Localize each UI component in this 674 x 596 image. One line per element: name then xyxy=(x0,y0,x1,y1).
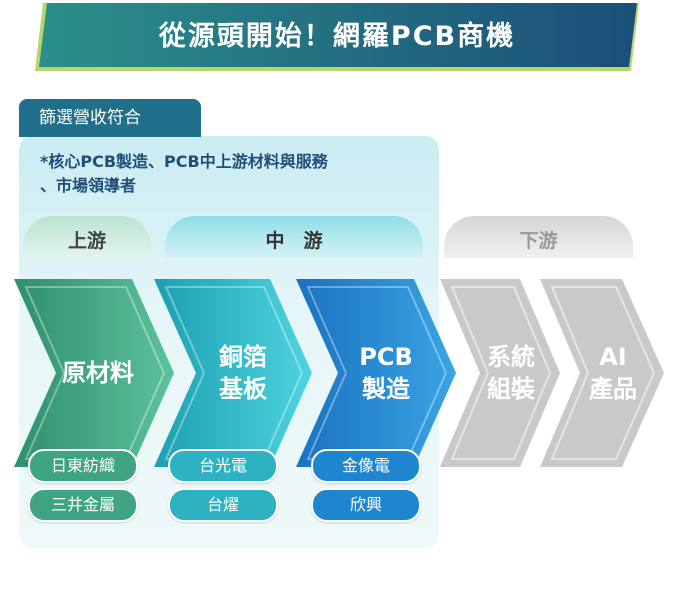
chain-step-ccl: 銅箔 基板 xyxy=(154,279,312,467)
chain-step-label-line2: 基板 xyxy=(219,375,267,403)
company-tag: 日東紡織 xyxy=(28,449,138,483)
chain-step-label-line2: 產品 xyxy=(589,375,637,403)
chain-step-ai-products: AI 產品 xyxy=(540,279,664,467)
title-banner: 從源頭開始！網羅PCB商機 xyxy=(35,3,639,71)
chain-step-label-line1: PCB xyxy=(359,343,413,371)
company-tag: 金像電 xyxy=(311,449,421,483)
chain-step-label-line1: 銅箔 xyxy=(219,343,267,371)
company-tag: 台燿 xyxy=(168,488,278,522)
chain-step-label-line1: AI xyxy=(599,343,627,371)
stage-upstream: 上游 xyxy=(23,216,151,258)
chain-step-label-line1: 原材料 xyxy=(62,359,134,387)
company-tag: 三井金屬 xyxy=(28,488,138,522)
banner-title: 從源頭開始！網羅PCB商機 xyxy=(158,21,516,52)
chain-step-raw-materials: 原材料 xyxy=(14,279,174,467)
chain-step-pcb: PCB 製造 xyxy=(296,279,456,467)
chain-step-label-line1: 系統 xyxy=(487,343,535,371)
chain-step-label-line2: 製造 xyxy=(362,375,410,403)
filter-tab: 篩選營收符合 xyxy=(19,99,201,137)
stage-downstream: 下游 xyxy=(444,216,633,258)
filter-note: *核心PCB製造、PCB中上游材料與服務 、市場領導者 xyxy=(40,150,440,198)
stage-midstream: 中 游 xyxy=(165,216,423,258)
chain-step-label-line2: 組裝 xyxy=(487,375,535,403)
company-tag: 台光電 xyxy=(168,449,278,483)
chain-step-assembly: 系統 組裝 xyxy=(440,279,560,467)
filter-note-line2: 、市場領導者 xyxy=(40,176,137,195)
company-tag: 欣興 xyxy=(311,488,421,522)
filter-note-line1: *核心PCB製造、PCB中上游材料與服務 xyxy=(40,152,328,171)
